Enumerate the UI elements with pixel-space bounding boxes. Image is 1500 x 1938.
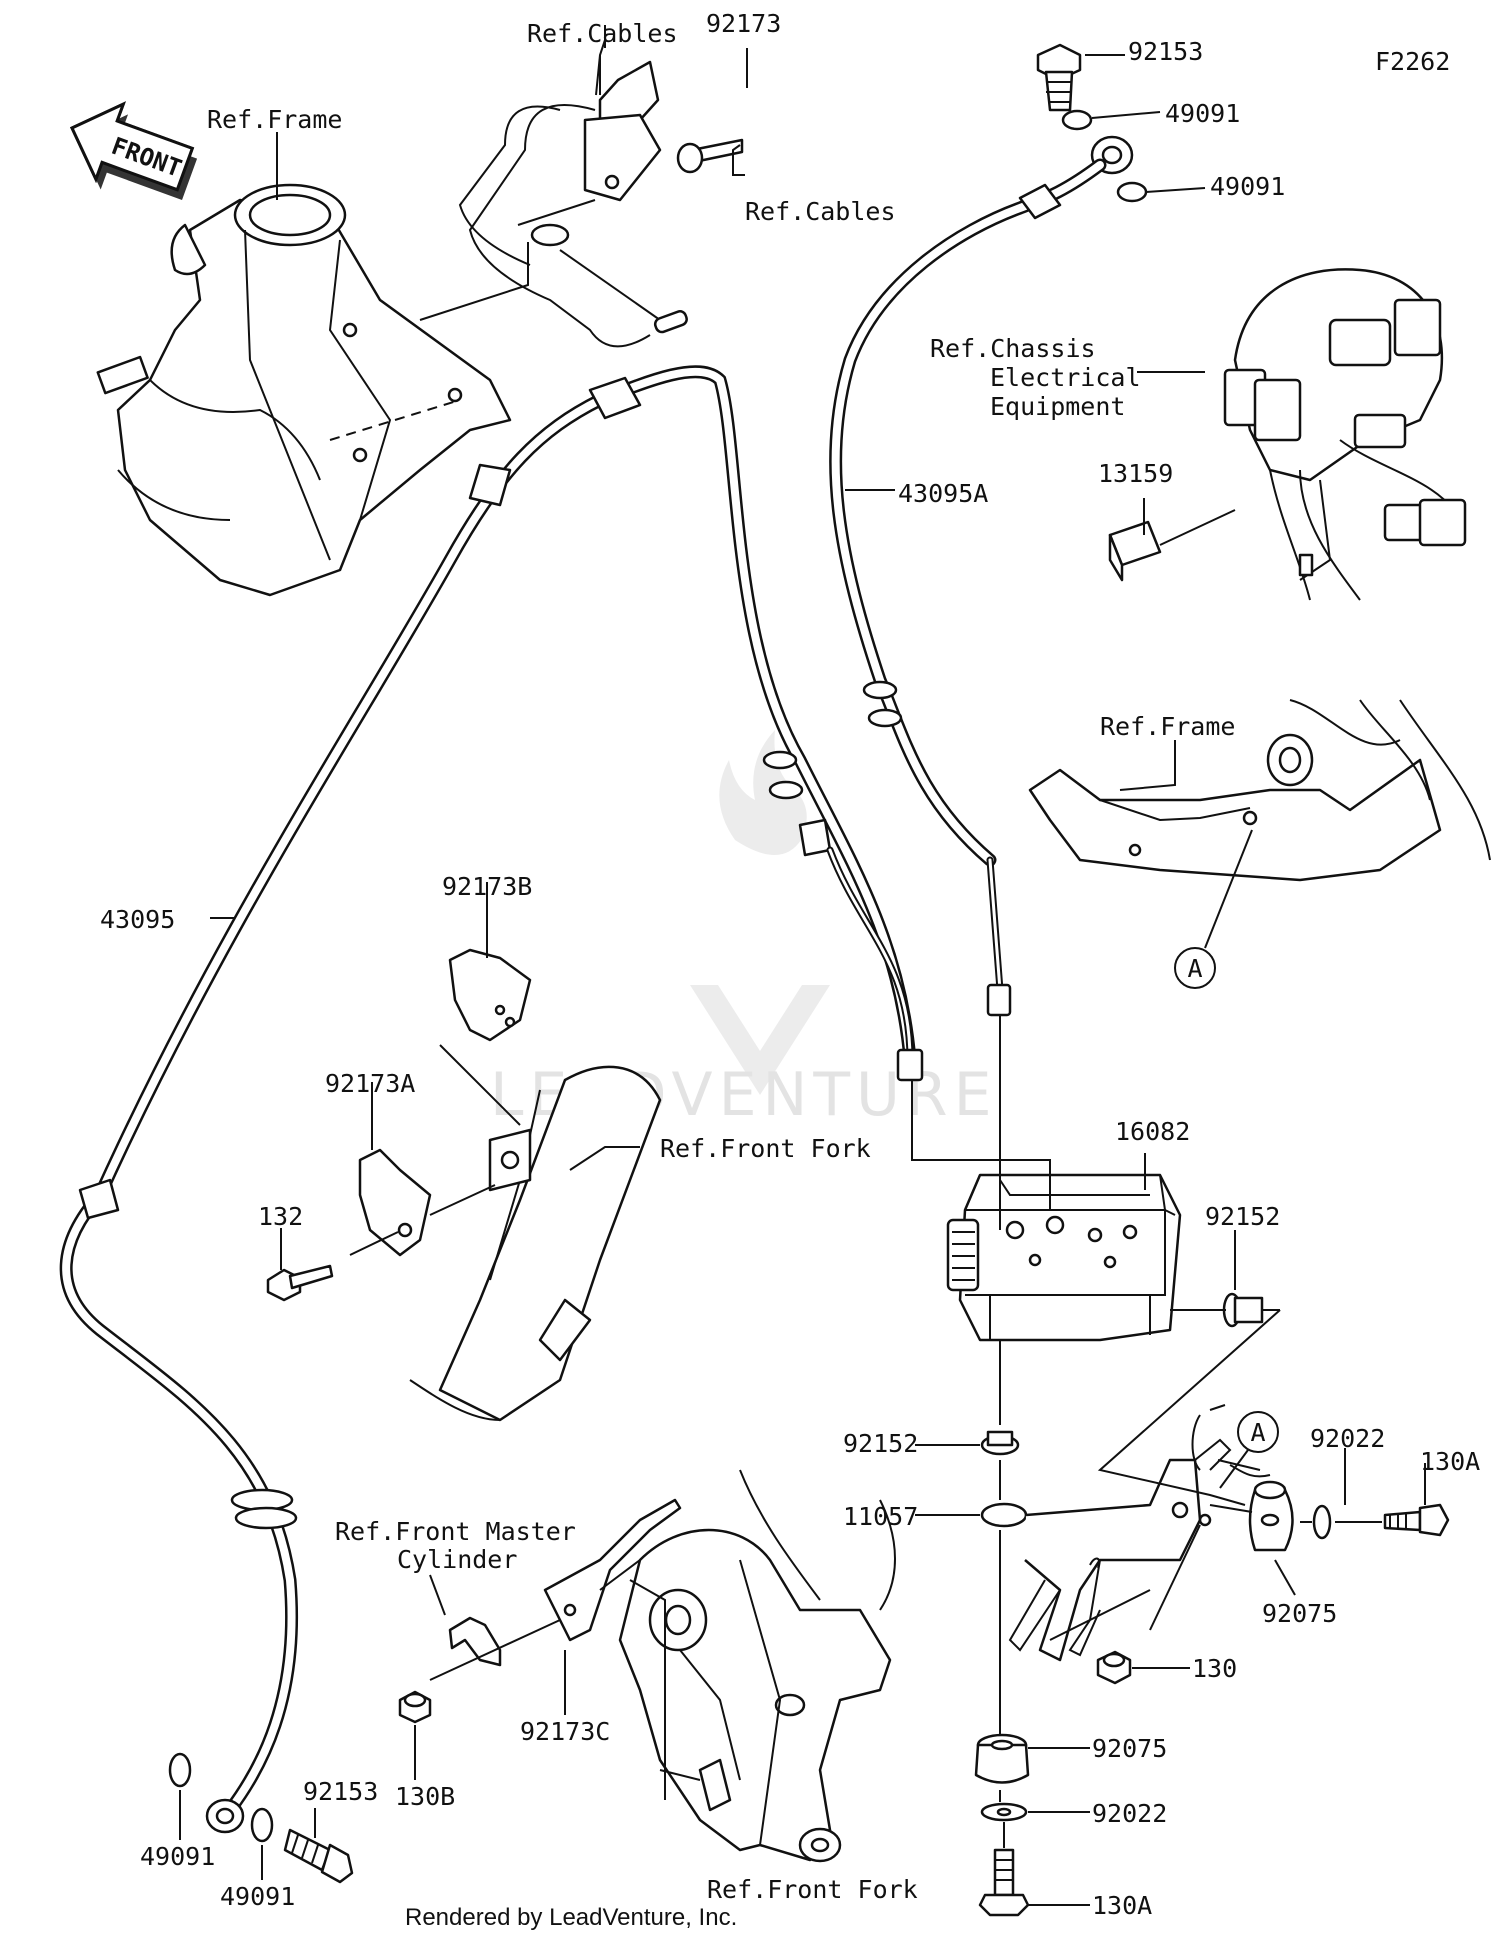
- label-ref-master-2: Cylinder: [397, 1545, 517, 1574]
- hose-43095: [59, 365, 924, 1834]
- label-ref-front-fork-bottom: Ref.Front Fork: [707, 1875, 918, 1904]
- callout-a-upper: A: [1174, 947, 1216, 989]
- callout-a-lower-text: A: [1250, 1418, 1265, 1447]
- chassis-electrical: [1223, 268, 1467, 601]
- label-16082: 16082: [1115, 1117, 1190, 1146]
- label-ref-frame-top: Ref.Frame: [207, 105, 342, 134]
- washer-49091-c: [168, 1752, 192, 1788]
- footer-credit: Rendered by LeadVenture, Inc.: [405, 1904, 737, 1931]
- bracket-92173C: [543, 1498, 682, 1642]
- bolt-130-leader-line: [1149, 1524, 1201, 1631]
- right-stack-leaders: [1209, 1504, 1382, 1523]
- frame-dash: [329, 399, 461, 441]
- label-ref-cables-top: Ref.Cables: [527, 19, 678, 48]
- label-ref-chassis-1: Ref.Chassis: [930, 334, 1096, 363]
- label-92152-left: 92152: [843, 1429, 918, 1458]
- label-11057: 11057: [843, 1502, 918, 1531]
- master-bracket-leaders: [429, 1619, 566, 1710]
- bracket-leaders: [1049, 1309, 1281, 1641]
- washer-92022-right: [1312, 1504, 1332, 1540]
- bracket-92173A: [358, 1148, 432, 1257]
- label-92022-right: 92022: [1310, 1424, 1385, 1453]
- bracket-11057: [980, 1404, 1271, 1662]
- banjo-bolt-92153-top: [1036, 43, 1082, 112]
- label-49091-c: 49091: [140, 1842, 215, 1871]
- label-92075-right: 92075: [1262, 1599, 1337, 1628]
- bolt-130B: [398, 1690, 432, 1724]
- label-49091-a: 49091: [1165, 99, 1240, 128]
- cable-guide: [458, 60, 688, 348]
- label-49091-b: 49091: [1210, 172, 1285, 201]
- bolt-130A-right: [1383, 1503, 1450, 1537]
- fork-mid-leaders: [349, 1044, 521, 1256]
- callout-a-lower: A: [1237, 1411, 1279, 1453]
- abs-pipe-leaders: [911, 1015, 1051, 1230]
- callout-a-upper-leader: [1204, 829, 1253, 949]
- label-132: 132: [258, 1202, 303, 1231]
- label-leaders: [179, 25, 1426, 1906]
- label-92022-bottom: 92022: [1092, 1799, 1167, 1828]
- callout-a-upper-text: A: [1187, 954, 1202, 983]
- bolt-130: [1096, 1650, 1132, 1685]
- label-ref-cables-right: Ref.Cables: [745, 197, 896, 226]
- label-ref-frame-mid: Ref.Frame: [1100, 712, 1235, 741]
- label-13159: 13159: [1098, 459, 1173, 488]
- washer-92022-bottom-hole: [996, 1807, 1012, 1817]
- label-ref-chassis-3: Equipment: [990, 392, 1125, 421]
- front-fork-bottom: [599, 1469, 896, 1863]
- label-ref-front-fork-mid: Ref.Front Fork: [660, 1134, 871, 1163]
- frame-steering-head: [96, 183, 512, 597]
- label-ref-chassis-2: Electrical: [990, 363, 1141, 392]
- label-92173B: 92173B: [442, 872, 532, 901]
- label-92153-top: 92153: [1128, 37, 1203, 66]
- callout-a-lower-leader: [1219, 1449, 1249, 1489]
- label-130A-right: 130A: [1420, 1447, 1480, 1476]
- label-130: 130: [1192, 1654, 1237, 1683]
- banjo-bolt-92153-bottom: [283, 1828, 354, 1884]
- abs-unit-16082: [946, 1173, 1182, 1342]
- damper-92075-right: [1248, 1480, 1294, 1552]
- front-fork-mid: [409, 1065, 662, 1422]
- bolt-132: [266, 1264, 334, 1302]
- label-92173: 92173: [706, 9, 781, 38]
- label-130B: 130B: [395, 1782, 455, 1811]
- frame-mid-right: [1028, 699, 1491, 882]
- labels: F2262 Ref.Frame Ref.Cables 92173 Ref.Cab…: [100, 9, 1480, 1931]
- label-92152-right: 92152: [1205, 1202, 1280, 1231]
- grommet-92152-right: [1222, 1292, 1264, 1328]
- label-130A-bottom: 130A: [1092, 1891, 1152, 1920]
- damper-92075-bottom: [974, 1733, 1030, 1784]
- label-92173C: 92173C: [520, 1717, 610, 1746]
- front-arrow: FRONT: [70, 101, 198, 200]
- washer-49091-d: [250, 1807, 274, 1843]
- cable-guide-leader: [419, 199, 596, 321]
- label-92153-bottom: 92153: [303, 1777, 378, 1806]
- fork-bottom-leader: [629, 1579, 666, 1800]
- label-92173A: 92173A: [325, 1069, 415, 1098]
- bolt-130A-bottom: [978, 1848, 1030, 1917]
- label-ref-master-1: Ref.Front Master: [335, 1517, 576, 1546]
- hose-43095A: [829, 158, 1107, 1017]
- label-92075-bottom: 92075: [1092, 1734, 1167, 1763]
- label-43095A: 43095A: [898, 479, 988, 508]
- figure-code: F2262: [1375, 47, 1450, 76]
- clamp-master-cylinder: [448, 1616, 502, 1667]
- lower-stack-leaders: [999, 1530, 1005, 1848]
- bracket-92173B: [448, 948, 532, 1042]
- label-43095: 43095: [100, 905, 175, 934]
- bracket-hole: [1198, 1513, 1212, 1527]
- grommet-92152-left: [980, 1430, 1020, 1456]
- sensor-13159: [1108, 520, 1162, 582]
- bolt-cables: [676, 138, 744, 174]
- washer-49091-a: [1061, 109, 1093, 131]
- label-49091-d: 49091: [220, 1882, 295, 1911]
- washer-49091-b: [1116, 181, 1148, 203]
